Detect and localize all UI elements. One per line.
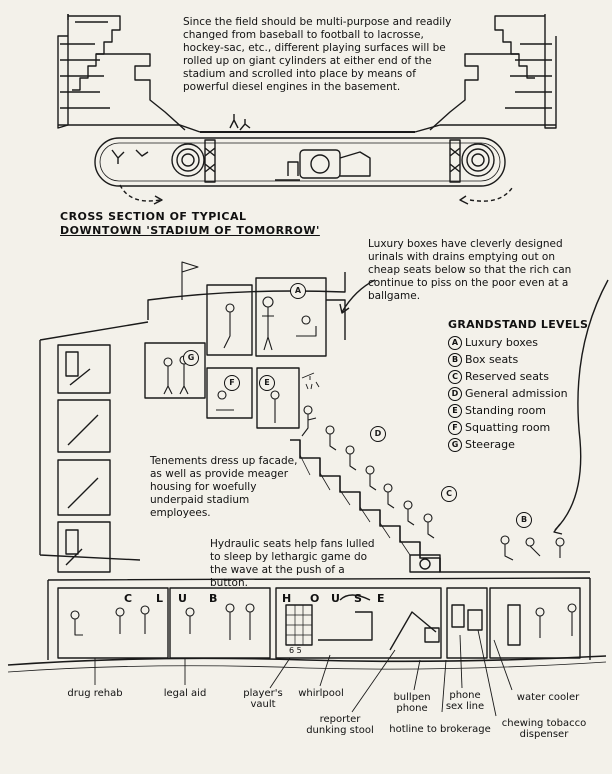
clubhouse-letter-u: U xyxy=(178,592,188,605)
level-key-badge: F xyxy=(448,420,462,435)
label-water-cooler: water cooler xyxy=(516,692,580,703)
level-key-badge: A xyxy=(448,335,462,350)
level-label: Standing room xyxy=(465,404,546,417)
label-drug-rehab: drug rehab xyxy=(67,688,123,699)
badge-d: D xyxy=(370,426,386,442)
label-bullpen-phone: bullpen phone xyxy=(384,692,440,714)
level-key-badge: G xyxy=(448,437,462,452)
level-key-badge: B xyxy=(448,352,462,367)
label-bullpen-line2: phone xyxy=(396,703,428,714)
badge-g: G xyxy=(183,350,199,366)
hydraulic-seats-note: Hydraulic seats help fans lulled to slee… xyxy=(210,538,375,589)
level-label: Steerage xyxy=(465,438,515,451)
top-field-note: Since the field should be multi-purpose … xyxy=(183,16,452,93)
clubhouse-letter-o: O xyxy=(310,592,321,605)
clubhouse-letter-l: L xyxy=(156,592,165,605)
clubhouse-letter-h: H xyxy=(282,592,293,605)
label-legal-aid: legal aid xyxy=(163,688,207,699)
level-key-badge: C xyxy=(448,369,462,384)
level-key-badge: E xyxy=(448,403,462,418)
badge-c: C xyxy=(441,486,457,502)
cross-section-building xyxy=(39,261,609,573)
label-reporter-dunking-stool: reporter dunking stool xyxy=(300,714,380,736)
cross-section-title-line2: DOWNTOWN 'STADIUM OF TOMORROW' xyxy=(60,224,320,237)
cross-section-title: CROSS SECTION OF TYPICAL DOWNTOWN 'STADI… xyxy=(60,210,320,238)
grandstand-levels-heading: GRANDSTAND LEVELS xyxy=(448,318,589,331)
clubhouse-letter-c: C xyxy=(124,592,134,605)
badge-b: B xyxy=(516,512,532,528)
clubhouse-letter-e: E xyxy=(377,592,386,605)
level-label: Squatting room xyxy=(465,421,551,434)
label-tobacco-line2: dispenser xyxy=(519,729,569,740)
label-reporter-line2: dunking stool xyxy=(306,725,374,736)
label-phone-sex-line2: sex line xyxy=(445,701,485,712)
badge-a: A xyxy=(290,283,306,299)
badge-e: E xyxy=(259,375,275,391)
label-phone-sex-line1: phone xyxy=(449,690,481,701)
luxury-box-note: Luxury boxes have cleverly designed urin… xyxy=(368,238,572,302)
level-label: Box seats xyxy=(465,353,519,366)
label-reporter-line1: reporter xyxy=(319,714,361,725)
vault-code: 6 5 xyxy=(289,646,302,655)
cross-section-title-line1: CROSS SECTION OF TYPICAL xyxy=(60,210,247,223)
level-label: Reserved seats xyxy=(465,370,549,383)
label-bullpen-line1: bullpen xyxy=(393,692,431,703)
clubhouse-letter-u2: U xyxy=(331,592,341,605)
label-whirlpool: whirlpool xyxy=(298,688,344,699)
level-label: Luxury boxes xyxy=(465,336,538,349)
clubhouse-letter-s: S xyxy=(354,592,363,605)
label-tobacco-line1: chewing tobacco xyxy=(501,718,587,729)
label-chewing-tobacco: chewing tobacco dispenser xyxy=(496,718,592,740)
label-players-vault-line1: player's xyxy=(243,688,283,699)
tenement-note: Tenements dress up facade, as well as pr… xyxy=(150,455,298,519)
level-key-badge: D xyxy=(448,386,462,401)
label-players-vault-line2: vault xyxy=(250,699,276,710)
label-hotline-brokerage: hotline to brokerage xyxy=(389,724,491,735)
label-players-vault: player's vault xyxy=(228,688,298,710)
clubhouse-section xyxy=(7,577,607,717)
clubhouse-letter-b: B xyxy=(209,592,219,605)
label-phone-sex-line: phone sex line xyxy=(438,690,492,712)
level-label: General admission xyxy=(465,387,568,400)
top-stadium-section xyxy=(57,14,557,205)
badge-f: F xyxy=(224,375,240,391)
